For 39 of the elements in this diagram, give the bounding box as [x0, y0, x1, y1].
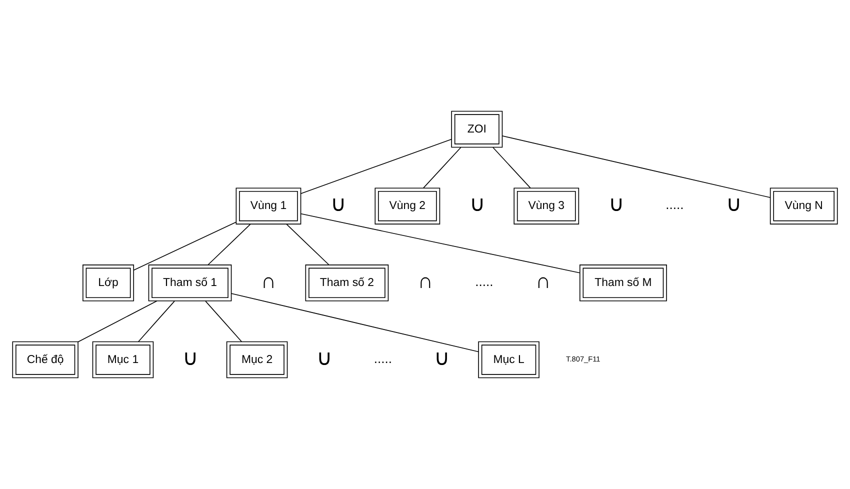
label: ∪	[608, 192, 624, 216]
node-box: Vùng 1	[236, 188, 302, 224]
node-box: Tham số M	[579, 264, 667, 302]
label: ∪	[182, 346, 198, 370]
label: ∪	[316, 346, 332, 370]
label: ∩	[260, 269, 276, 294]
connector	[78, 300, 158, 342]
connector	[133, 222, 236, 271]
connector	[208, 224, 251, 266]
node-box: Vùng N	[770, 188, 838, 224]
node-box: Mục L	[478, 341, 540, 378]
connector	[286, 224, 330, 266]
connector	[230, 293, 479, 352]
label: ∩	[418, 269, 434, 294]
label: ∪	[726, 192, 742, 216]
label: ∩	[535, 269, 551, 294]
connector	[423, 147, 462, 188]
connector	[492, 147, 531, 188]
label: ∪	[434, 346, 450, 370]
connector	[502, 136, 770, 198]
node-box: Vùng 3	[514, 188, 580, 224]
connector	[138, 300, 175, 342]
connector	[300, 138, 452, 194]
label: .....	[374, 350, 392, 366]
node-box: Tham số 2	[305, 264, 389, 302]
label: .....	[666, 197, 684, 212]
node-box: Chế độ	[12, 341, 78, 378]
connector	[300, 213, 580, 274]
node-box: ZOI	[451, 110, 503, 148]
label: ∪	[469, 192, 484, 216]
connector	[205, 300, 242, 342]
node-box: Mục 2	[226, 341, 288, 378]
node-box: Mục 1	[92, 341, 154, 378]
label: T.807_F11	[566, 354, 600, 364]
label: ∪	[330, 192, 346, 216]
label: .....	[475, 274, 494, 290]
node-box: Tham số 1	[148, 264, 232, 302]
node-box: Lớp	[82, 264, 134, 302]
node-box: Vùng 2	[374, 188, 440, 224]
